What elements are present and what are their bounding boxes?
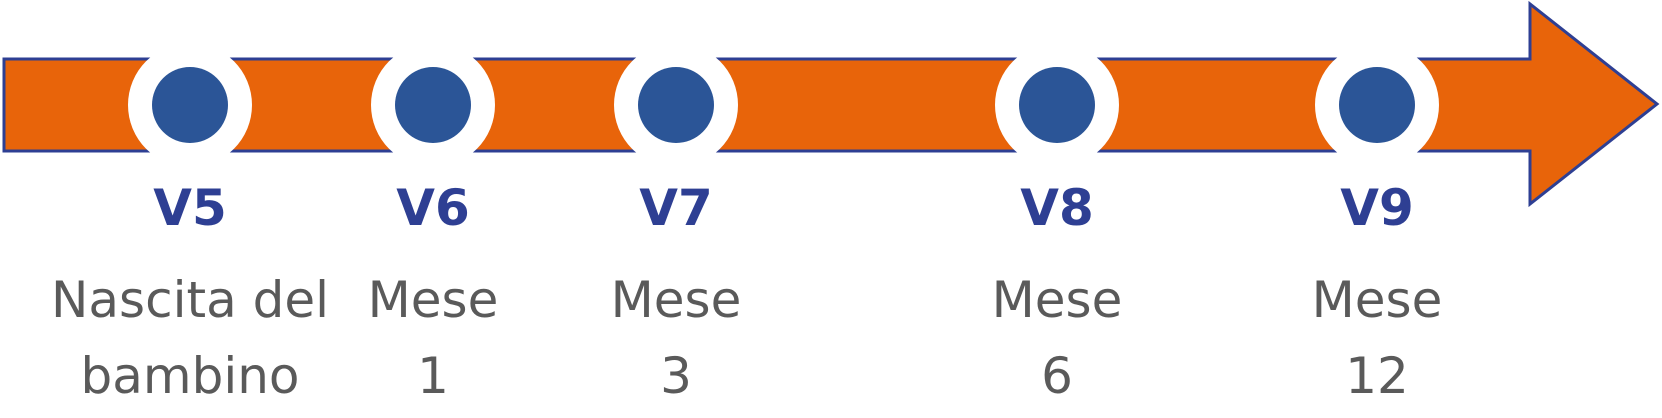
milestone-dot-v7 (638, 67, 714, 143)
milestone-code-v5: V5 (153, 179, 227, 237)
milestone-code-v8: V8 (1020, 179, 1094, 237)
milestone-code-v6: V6 (396, 179, 470, 237)
milestone-description-v6: Mese 1 (367, 271, 499, 405)
milestone-code-v7: V7 (639, 179, 713, 237)
milestone-description-v7: Mese 3 (610, 271, 742, 405)
milestone-dot-v9 (1339, 67, 1415, 143)
timeline-arrow (2, 0, 1660, 208)
milestone-description-v9: Mese 12 (1311, 271, 1443, 405)
milestone-markers (128, 43, 1439, 167)
milestone-code-v9: V9 (1340, 179, 1414, 237)
milestone-description-v8: Mese 6 (991, 271, 1123, 405)
milestone-description-v5: Nascita del bambino (50, 271, 329, 405)
milestone-dot-v8 (1019, 67, 1095, 143)
milestone-dot-v5 (152, 67, 228, 143)
milestone-dot-v6 (395, 67, 471, 143)
